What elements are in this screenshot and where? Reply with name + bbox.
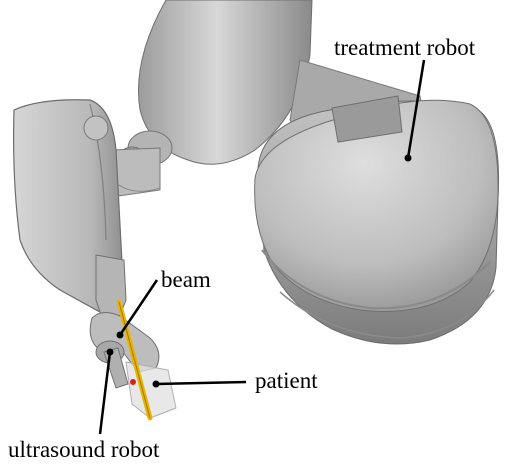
- treatment-robot-label: treatment robot: [334, 36, 475, 59]
- patient-label: patient: [255, 369, 318, 392]
- patient-phantom: [126, 362, 176, 418]
- ultrasound-robot-label: ultrasound robot: [8, 438, 159, 461]
- ultrasound-robot-pointer: [100, 352, 110, 434]
- beam-label: beam: [161, 268, 211, 291]
- target-marker: [130, 379, 136, 385]
